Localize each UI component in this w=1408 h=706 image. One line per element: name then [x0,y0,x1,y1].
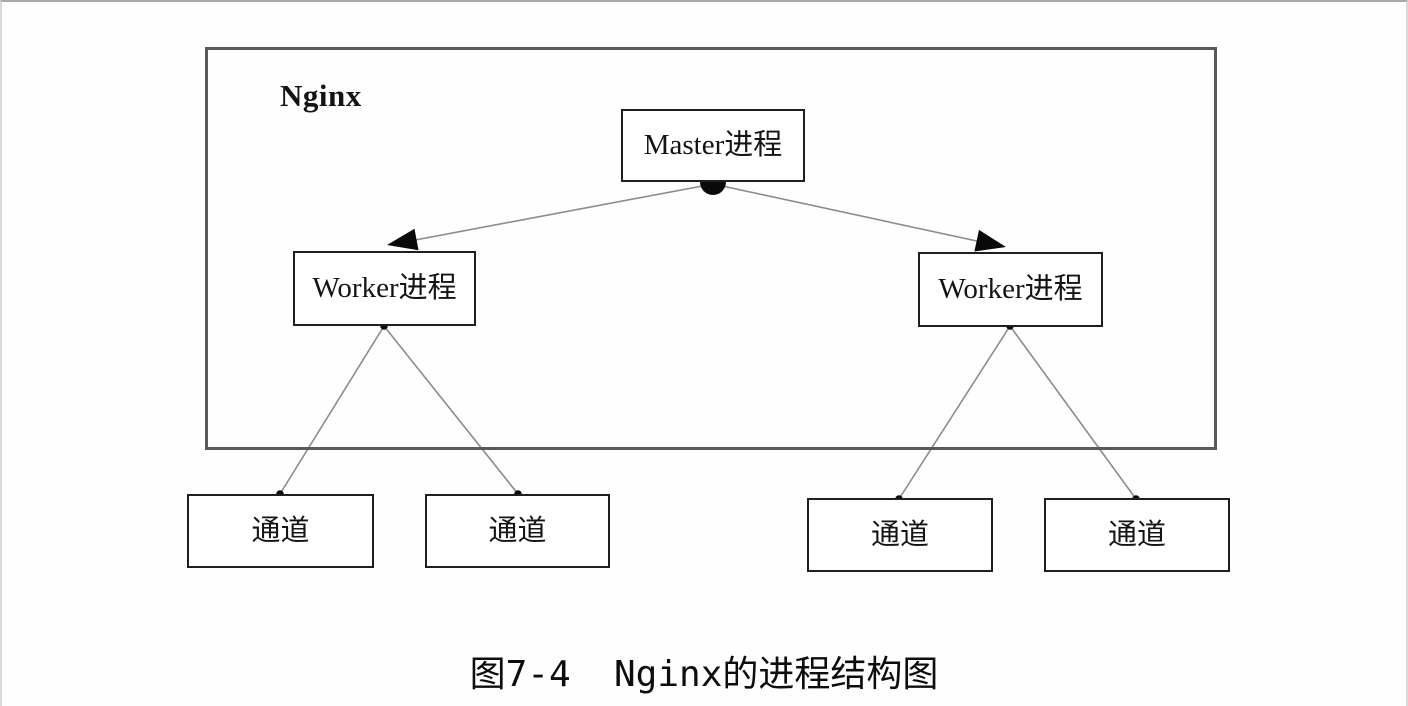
node-channel-4: 通道 [1044,498,1230,572]
nginx-label: Nginx [280,78,362,113]
node-channel-3: 通道 [807,498,993,572]
node-worker-left-label: Worker进程 [312,272,457,304]
nginx-container-box: Nginx [205,47,1217,450]
node-master-process: Master进程 [621,109,805,182]
node-channel-1: 通道 [187,494,374,568]
figure-caption: 图7-4 Nginx的进程结构图 [469,654,939,695]
node-worker-process-right: Worker进程 [918,252,1103,327]
node-channel-2-label: 通道 [488,514,547,547]
node-worker-process-left: Worker进程 [293,251,476,326]
node-channel-2: 通道 [425,494,610,568]
node-master-process-label: Master进程 [643,129,783,161]
node-channel-1-label: 通道 [251,514,310,547]
node-channel-3-label: 通道 [870,518,929,551]
node-worker-right-label: Worker进程 [938,273,1083,305]
node-channel-4-label: 通道 [1107,518,1166,551]
